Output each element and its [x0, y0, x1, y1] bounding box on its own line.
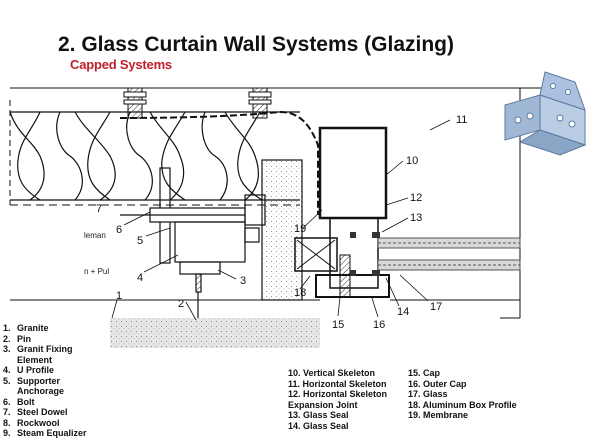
legend-column-1: 1.Granite 2.Pin 3.Granit Fixing Element … [3, 323, 87, 439]
legend-item: 6.Bolt [3, 396, 35, 407]
legend-item: Element [17, 354, 53, 365]
glass-seals [350, 232, 380, 276]
callout-7: 7 [96, 203, 102, 215]
legend-item: 15. Cap [408, 368, 441, 378]
granite-fixing-assembly [120, 159, 303, 340]
legend-item: 3.Granit Fixing [3, 344, 73, 354]
legend-item: 4.U Profile [3, 365, 55, 375]
slide-subtitle: Capped Systems [70, 57, 172, 72]
callout-16: 16 [373, 319, 385, 331]
callout-2: 2 [178, 298, 184, 310]
granite-texture [110, 318, 320, 348]
legend-item: 13. Glass Seal [288, 410, 349, 420]
callout-11: 11 [456, 114, 467, 126]
legend-item: 9.Steam Equalizer [3, 428, 87, 438]
legend-item: 16. Outer Cap [408, 378, 467, 389]
cut-label-2: n + Pul [84, 267, 109, 276]
cut-label-1: leman [84, 231, 106, 240]
legend-item: 10. Vertical Skeleton [288, 368, 376, 378]
callout-14: 14 [397, 306, 409, 318]
legend-item: 18. Aluminum Box Profile [408, 399, 517, 410]
rockwool-insulation [9, 111, 300, 201]
callout-19: 19 [294, 223, 306, 235]
legend-item: 2.Pin [3, 333, 32, 344]
legend-item: 12. Horizontal Skeleton [288, 389, 388, 399]
top-anchor-bolts [123, 87, 272, 119]
legend-item: 17. Glass [408, 389, 448, 399]
legend-item: 14. Glass Seal [288, 420, 349, 431]
curtain-wall-mullion [294, 126, 390, 298]
membrane-line [119, 110, 319, 215]
callout-12: 12 [410, 192, 422, 204]
legend-item: 7.Steel Dowel [3, 407, 68, 417]
legend-item: 5.Supporter [3, 375, 61, 386]
callout-1: 1 [116, 290, 122, 302]
glass-panes [377, 237, 521, 271]
legend-item: 8.Rockwool [3, 417, 60, 428]
callout-10: 10 [406, 155, 418, 167]
legend-item: 11. Horizontal Skeleton [288, 378, 387, 389]
callout-4: 4 [137, 272, 143, 284]
legend-column-3: 15. Cap 16. Outer Cap 17. Glass 18. Alum… [408, 368, 517, 421]
legend-column-2: 10. Vertical Skeleton 11. Horizontal Ske… [288, 368, 387, 431]
leader-lines [111, 119, 451, 321]
legend-item: 19. Membrane [408, 410, 469, 420]
legend-item: 1.Granite [3, 323, 49, 333]
callout-6: 6 [116, 224, 122, 236]
legend-item: Expansion Joint [288, 399, 358, 410]
callout-3: 3 [240, 275, 246, 287]
slide-title: 2. Glass Curtain Wall Systems (Glazing) [58, 33, 454, 56]
angle-bracket-illustration [504, 71, 587, 156]
callout-13: 13 [410, 212, 422, 224]
legend-item: Anchorage [17, 386, 65, 396]
callout-15: 15 [332, 319, 344, 331]
callout-5: 5 [137, 235, 143, 247]
callout-17: 17 [430, 301, 442, 313]
callout-18: 18 [294, 287, 306, 299]
